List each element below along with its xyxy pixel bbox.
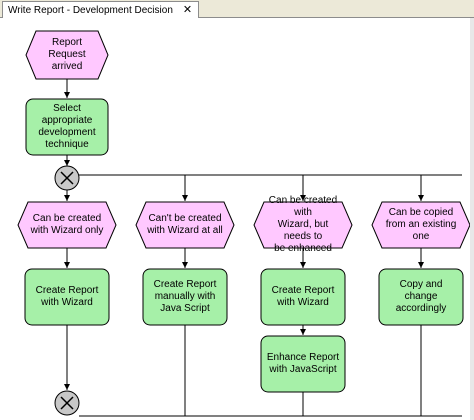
vertical-scrollbar[interactable]: [470, 18, 474, 420]
branch-function-0-0: [24, 268, 110, 326]
branch-event-2: [253, 201, 353, 249]
branch-event-3: [371, 201, 471, 249]
branch-function-2-1: [260, 335, 346, 393]
close-icon[interactable]: ✕: [182, 4, 193, 16]
branch-function-1-0: [142, 268, 228, 326]
start-event: [25, 30, 109, 80]
join-xor-connector: [54, 390, 80, 416]
process-diagram: [17, 30, 471, 417]
tab-bar: Write Report - Development Decision ✕: [0, 0, 474, 18]
tab-title: Write Report - Development Decision: [8, 4, 173, 16]
connection-lines: [64, 79, 462, 417]
tab-write-report[interactable]: Write Report - Development Decision ✕: [2, 1, 200, 18]
branch-function-3-0: [378, 268, 464, 326]
branch-event-0: [17, 201, 117, 249]
branch-function-2-0: [260, 268, 346, 326]
diagram-shapes: [17, 30, 471, 416]
split-xor-connector-cross-b: [60, 171, 74, 185]
branch-event-1: [135, 201, 235, 249]
split-xor-connector: [54, 165, 80, 191]
select-function: [25, 98, 109, 156]
join-xor-connector-cross-b: [60, 396, 74, 410]
